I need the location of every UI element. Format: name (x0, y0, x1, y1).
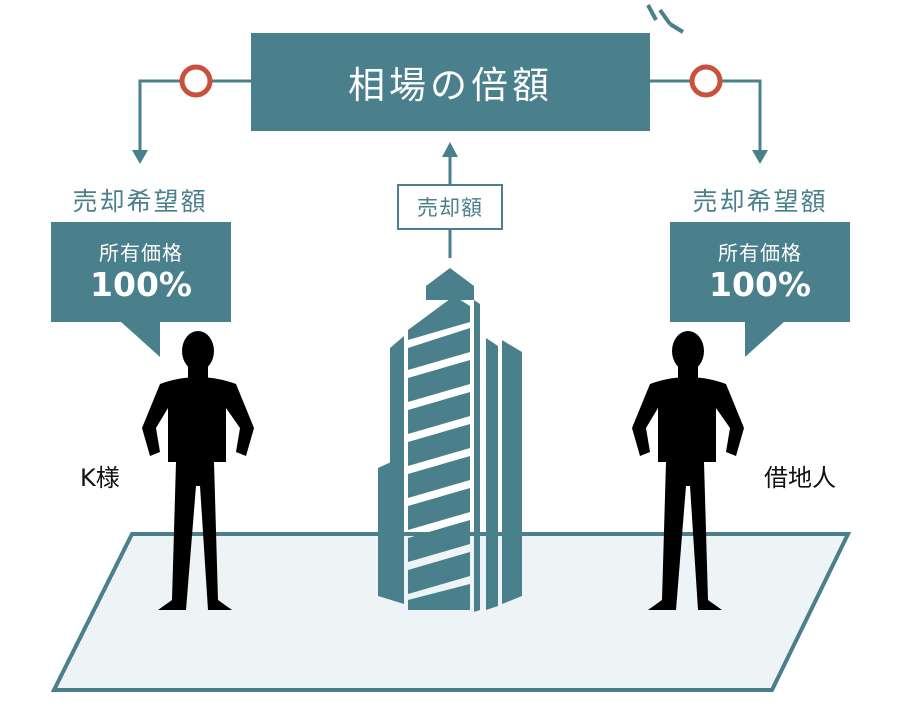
right-arrowhead (752, 150, 768, 164)
left-ownership-value: 100% (90, 265, 192, 304)
right-desired-price-label: 売却希望額 (692, 187, 828, 216)
left-ownership-bubble: 所有価格 100% (51, 222, 231, 322)
person-silhouette-icon (632, 331, 744, 610)
ground-plane (50, 532, 852, 692)
left-ownership-label: 所有価格 (99, 241, 183, 265)
right-person-label: 借地人 (764, 464, 836, 492)
right-ownership-value: 100% (709, 265, 811, 304)
left-person-label: K様 (80, 464, 120, 492)
circle-mark-icon (689, 64, 723, 98)
left-connector-arrow (138, 79, 251, 152)
market-double-price-box: 相場の倍額 (251, 33, 650, 131)
left-bubble-tail (120, 321, 160, 357)
right-ownership-bubble: 所有価格 100% (670, 222, 850, 322)
right-ownership-label: 所有価格 (718, 241, 802, 265)
building-icon (378, 268, 522, 612)
left-desired-price-label: 売却希望額 (72, 187, 208, 216)
right-connector-arrow (650, 79, 762, 152)
emphasis-lines-icon (646, 4, 685, 34)
left-arrowhead (132, 150, 148, 164)
right-bubble-tail (745, 321, 785, 357)
sale-price-box: 売却額 (397, 184, 503, 230)
person-silhouette-icon (142, 331, 254, 610)
center-arrowhead (442, 142, 458, 157)
circle-mark-icon (179, 64, 213, 98)
